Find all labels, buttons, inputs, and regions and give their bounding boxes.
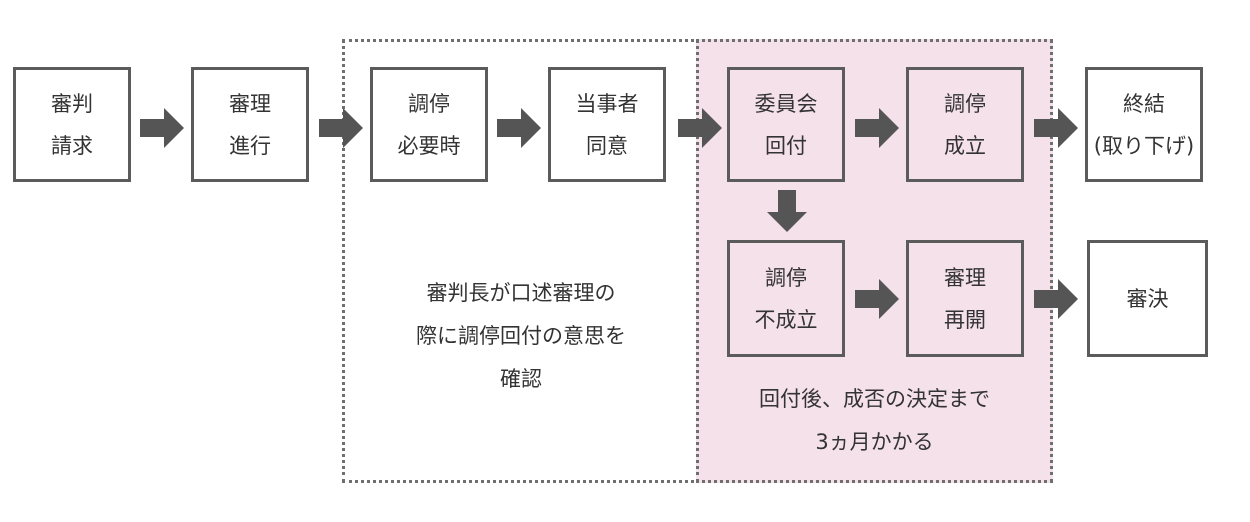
arrow-right-icon: [497, 108, 541, 148]
arrow-right-icon: [855, 279, 899, 319]
mediation-needed-box: 調停 必要時: [370, 67, 488, 182]
party-consent-box-label: 当事者 同意: [575, 91, 639, 158]
arrow-right-icon: [1034, 108, 1078, 148]
mediation-check-note: 審判長が口述審理の 際に調停回付の意思を 確認: [416, 281, 626, 391]
conclusion-box: 終結 (取り下げ): [1085, 67, 1203, 182]
arrow-right-icon: [855, 108, 899, 148]
arrow-down-icon: [767, 190, 807, 232]
arrow-right-icon: [319, 108, 363, 148]
referral-duration-note: 回付後、成否の決定まで 3ヵ月かかる: [759, 387, 990, 454]
committee-referral-box: 委員会 回付: [727, 67, 845, 182]
decision-box: 審決: [1087, 240, 1208, 357]
conclusion-box-label: 終結 (取り下げ): [1093, 91, 1195, 158]
mediation-needed-box-label: 調停 必要時: [397, 91, 461, 158]
mediation-success-box: 調停 成立: [906, 67, 1024, 182]
arrow-right-icon: [1034, 279, 1078, 319]
mediation-success-box-label: 調停 成立: [944, 91, 986, 158]
decision-box-label: 審決: [1126, 286, 1169, 311]
hearing-resume-box-label: 審理 再開: [944, 265, 986, 332]
request-box: 審判 請求: [13, 67, 131, 182]
request-box-label: 審判 請求: [51, 91, 93, 158]
mediation-failure-box: 調停 不成立: [727, 240, 845, 357]
proceeding-box: 審理 進行: [191, 67, 309, 182]
hearing-resume-box: 審理 再開: [906, 240, 1024, 357]
party-consent-box: 当事者 同意: [548, 67, 666, 182]
arrow-right-icon: [678, 108, 722, 148]
committee-referral-box-label: 委員会 回付: [754, 91, 818, 158]
proceeding-box-label: 審理 進行: [229, 91, 271, 158]
arrow-right-icon: [140, 108, 184, 148]
mediation-failure-box-label: 調停 不成立: [754, 265, 818, 332]
